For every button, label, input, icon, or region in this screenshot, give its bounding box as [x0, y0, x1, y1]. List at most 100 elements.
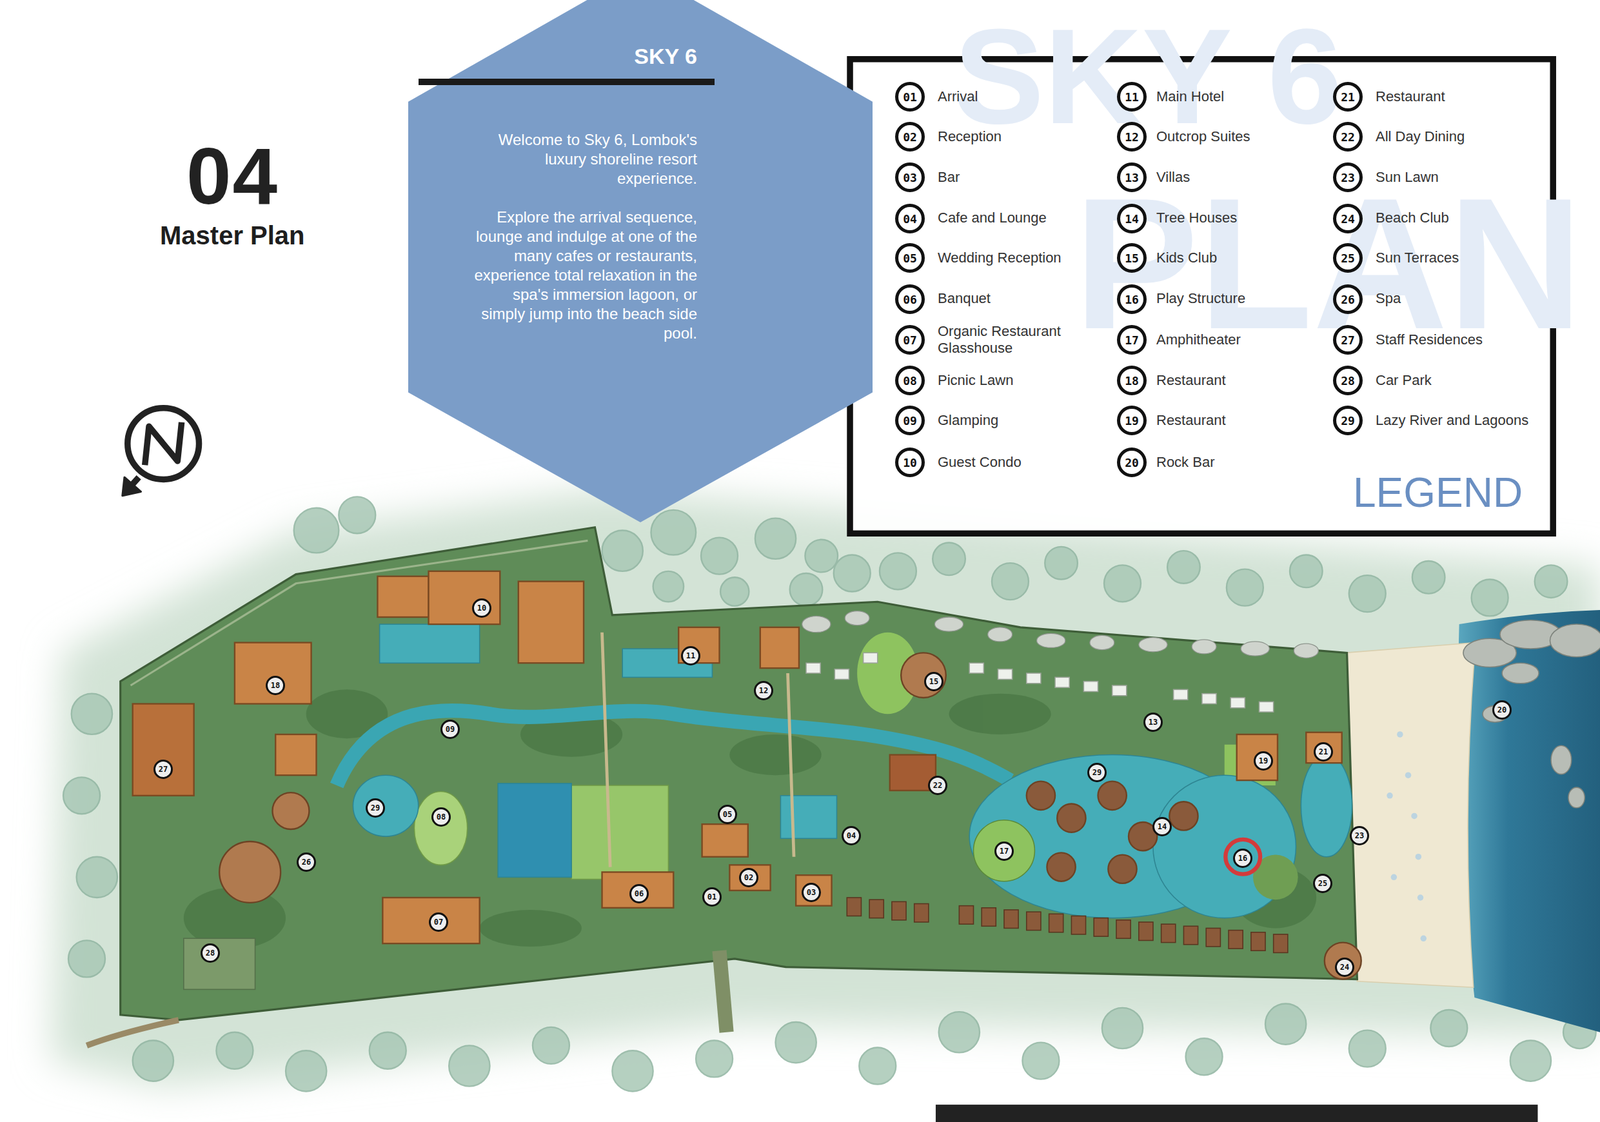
- legend-number: 17: [1116, 325, 1147, 355]
- legend-text: Organic Restaurant Glasshouse: [937, 323, 1099, 358]
- paths: [602, 632, 611, 868]
- paths: [86, 632, 794, 1047]
- trees: [653, 571, 684, 602]
- outcrop-suites: [806, 652, 1274, 712]
- buildings: [132, 571, 1343, 944]
- north-arrow: [127, 408, 200, 480]
- callout-number: 26: [296, 852, 317, 872]
- legend-number: 29: [1333, 405, 1363, 436]
- legend-number: 16: [1116, 284, 1147, 315]
- water: [336, 624, 1352, 919]
- legend-heading: LEGEND: [1353, 468, 1523, 517]
- trees: [790, 573, 823, 607]
- trees: [879, 552, 917, 590]
- rock-edge: [1293, 643, 1319, 658]
- legend-number: 06: [895, 284, 925, 315]
- callout-number: 21: [1313, 742, 1334, 762]
- villas: [1004, 909, 1019, 929]
- legend-text: All Day Dining: [1375, 128, 1465, 146]
- legend-text: Wedding Reception: [937, 249, 1062, 267]
- outcrop-suites: [969, 662, 984, 674]
- callout-number: 23: [1349, 826, 1370, 846]
- callout-number: 28: [200, 943, 220, 963]
- play-structure: [1225, 839, 1261, 875]
- round-roofs: [1046, 852, 1076, 881]
- hexagon-body: Welcome to Sky 6, Lombok's luxury shorel…: [468, 130, 698, 363]
- callout-number: 07: [428, 912, 449, 932]
- callout-number: 15: [924, 671, 944, 692]
- lawns: [183, 938, 256, 990]
- rocks: [1568, 787, 1585, 809]
- villas: [1116, 920, 1131, 939]
- villas: [869, 899, 884, 918]
- buildings: [132, 703, 195, 796]
- callout-number: 06: [629, 884, 649, 904]
- legend-text: Restaurant: [1156, 372, 1226, 389]
- trees: [1167, 550, 1201, 584]
- round-roofs: [1026, 781, 1056, 810]
- legend-number: 02: [895, 121, 925, 152]
- outcrop-suites: [1055, 677, 1070, 688]
- trees: [938, 1011, 980, 1053]
- outcrop-suites: [1259, 701, 1274, 712]
- water: [379, 624, 480, 663]
- callout-number: 08: [431, 807, 451, 827]
- legend-text: Restaurant: [1375, 88, 1446, 106]
- legend-text: Rock Bar: [1156, 454, 1215, 471]
- callout-number: 20: [1492, 700, 1512, 720]
- trees: [285, 1050, 327, 1092]
- callout-number: 27: [153, 759, 173, 780]
- watermark: PLAN: [1073, 156, 1583, 371]
- callout-number: 25: [1313, 873, 1333, 894]
- rock-edge: [1191, 639, 1217, 654]
- beach: [1405, 771, 1412, 778]
- sea: [1458, 610, 1600, 1033]
- trees: [859, 1047, 896, 1085]
- buildings: [377, 576, 429, 618]
- legend-number: 26: [1333, 284, 1363, 315]
- legend-text: Bar: [937, 168, 960, 186]
- legend-number: 27: [1333, 325, 1363, 355]
- halo: [50, 489, 1600, 1087]
- trees: [216, 1032, 253, 1070]
- rock-edge: [934, 617, 963, 632]
- villas: [846, 897, 1288, 953]
- legend-text: Main Hotel: [1156, 88, 1225, 106]
- trees: [1430, 1009, 1468, 1047]
- legend-text: Amphitheater: [1156, 331, 1241, 349]
- sea: [1458, 610, 1600, 1033]
- beach: [1391, 874, 1397, 881]
- trees: [833, 555, 871, 593]
- legend-number: 28: [1333, 365, 1363, 396]
- legend-number: 10: [895, 447, 925, 478]
- trees: [1534, 564, 1568, 598]
- paths: [86, 1020, 178, 1047]
- callout-number: 03: [801, 882, 821, 903]
- outcrop-suites: [863, 652, 878, 663]
- trees: [1022, 1042, 1059, 1080]
- site-ground: [479, 909, 582, 947]
- water: [497, 783, 572, 878]
- villas: [1273, 934, 1288, 953]
- round-roofs: [219, 841, 281, 903]
- legend-number: 21: [1333, 81, 1363, 112]
- beach: [1344, 642, 1476, 988]
- trees: [804, 539, 838, 573]
- trees: [1510, 1040, 1551, 1081]
- legend-number: 18: [1116, 365, 1147, 396]
- buildings: [702, 824, 749, 858]
- legend-text: Staff Residences: [1375, 331, 1483, 349]
- legend-text: Glamping: [937, 412, 999, 429]
- water: [780, 795, 837, 839]
- villas: [1138, 922, 1154, 941]
- legend-number: 15: [1116, 243, 1147, 273]
- islands: [973, 820, 1298, 900]
- water: [352, 775, 418, 837]
- callout-number: 11: [681, 646, 701, 666]
- callout-number: 09: [440, 719, 460, 740]
- rocks: [1501, 662, 1539, 684]
- trees: [294, 508, 340, 554]
- round-roofs: [1026, 781, 1199, 884]
- rock-edge: [987, 627, 1013, 642]
- round-roofs: [272, 792, 309, 830]
